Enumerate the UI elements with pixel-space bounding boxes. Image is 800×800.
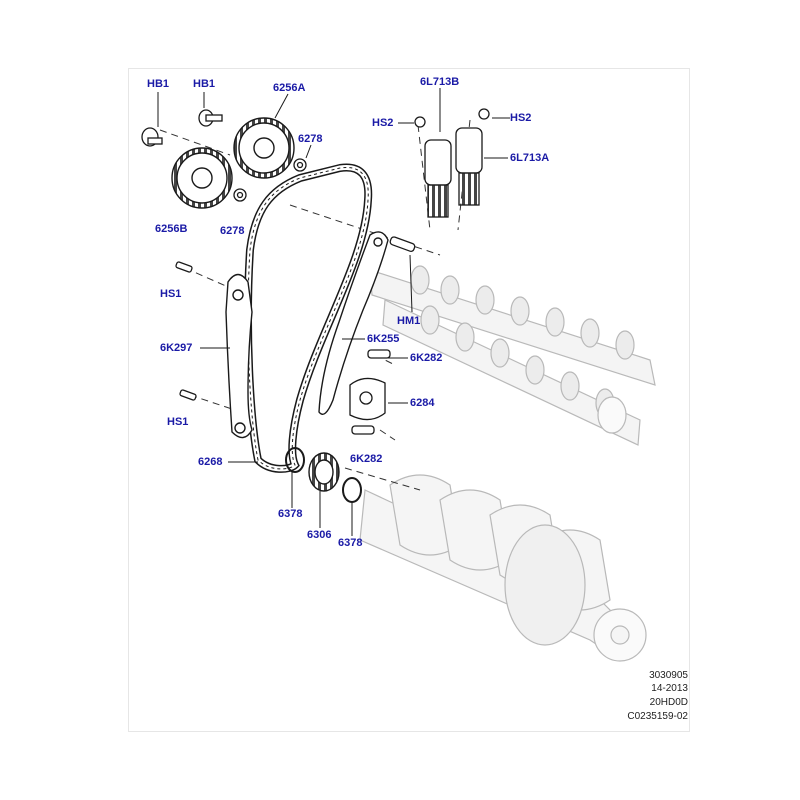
hydraulic-tensioner-6284 (349, 349, 391, 435)
label-hs2-right: HS2 (510, 112, 532, 124)
label-6278-bottom: 6278 (220, 225, 245, 237)
label-hm1: HM1 (397, 315, 421, 327)
label-6k282-bottom: 6K282 (350, 453, 383, 465)
label-6278-top: 6278 (298, 133, 323, 145)
label-hs2-left: HS2 (372, 117, 394, 129)
label-6268: 6268 (198, 456, 223, 468)
label-6k297: 6K297 (160, 342, 193, 354)
solenoid-6l713a (455, 108, 490, 206)
label-6k255: 6K255 (367, 333, 400, 345)
bolt-hb1 (141, 109, 223, 147)
cam-sprocket-6256a (233, 117, 295, 179)
solenoid-6l713b (414, 116, 452, 218)
crankshaft-assembly (359, 474, 647, 662)
washer-6278 (233, 158, 307, 202)
label-6k282-top: 6K282 (410, 352, 443, 364)
label-6284: 6284 (410, 397, 435, 409)
camshaft-assembly (369, 265, 656, 446)
footer-line-1: 3030905 (649, 670, 688, 681)
label-hb1-left: HB1 (147, 78, 170, 90)
pin-hm1 (389, 236, 416, 253)
label-6306: 6306 (307, 529, 332, 541)
label-6378-left: 6378 (278, 508, 303, 520)
bolt-hs1 (175, 261, 197, 401)
label-hs1-bottom: HS1 (167, 416, 189, 428)
label-6378-right: 6378 (338, 537, 363, 549)
footer-line-4: C0235159-02 (627, 711, 688, 722)
crank-sprocket-6306 (308, 452, 340, 492)
cam-sprocket-6256b (171, 147, 233, 209)
label-6l713a: 6L713A (510, 152, 550, 164)
label-6256a: 6256A (273, 82, 306, 94)
chain-guide (318, 231, 389, 415)
label-hs1-top: HS1 (160, 288, 182, 300)
footer-line-2: 14-2013 (651, 683, 688, 694)
chain-tensioner-arm (225, 273, 253, 439)
footer-line-3: 20HD0D (649, 697, 688, 708)
label-hb1-right: HB1 (193, 78, 216, 90)
label-6256b: 6256B (155, 223, 188, 235)
label-6l713b: 6L713B (420, 76, 460, 88)
